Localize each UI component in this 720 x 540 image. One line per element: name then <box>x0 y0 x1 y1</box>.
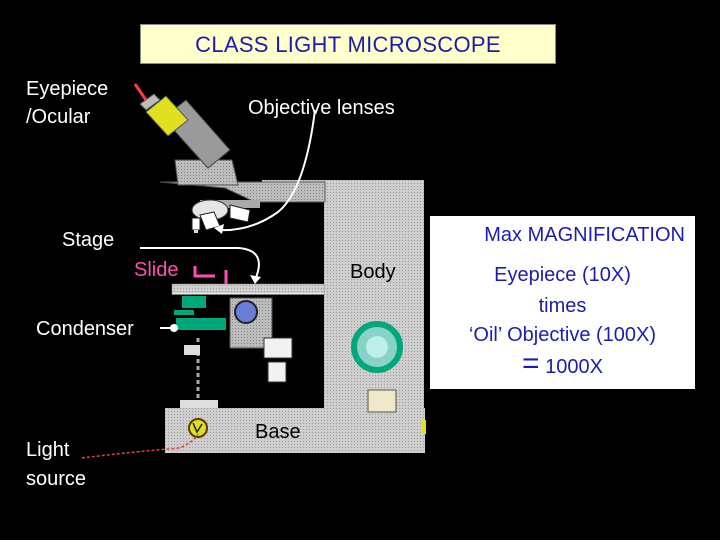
body-label: Body <box>350 261 396 283</box>
condenser-label: Condenser <box>36 318 134 340</box>
coarse-focus-knob <box>351 321 403 373</box>
page-title: CLASS LIGHT MICROSCOPE <box>195 32 501 57</box>
stage-label: Stage <box>62 229 115 251</box>
light-source-icon <box>188 418 208 438</box>
oil-objective-magnification: ‘Oil’ Objective (100X) <box>468 324 657 346</box>
total-magnification: = 1000X <box>430 349 695 379</box>
slide-label: Slide <box>134 259 179 281</box>
title-box: CLASS LIGHT MICROSCOPE <box>140 24 556 64</box>
eyepiece-tube <box>139 93 231 169</box>
eyepiece-magnification: Eyepiece (10X) <box>494 264 631 286</box>
total-magnification-value: 1000X <box>545 356 603 378</box>
light-source-label-line1: Light <box>26 439 70 461</box>
objective-lenses <box>191 199 251 233</box>
max-magnification-heading: Max MAGNIFICATION <box>484 224 685 246</box>
slide <box>193 266 228 284</box>
stage <box>171 283 325 295</box>
condenser <box>170 296 226 400</box>
light-source-label-line2: source <box>26 468 87 490</box>
objective-lenses-label: Objective lenses <box>248 97 395 119</box>
max-magnification-box: Max MAGNIFICATION Eyepiece (10X) times ‘… <box>430 216 695 389</box>
times-text: times <box>538 295 587 317</box>
leader-lines <box>81 83 316 459</box>
fine-focus-block <box>229 297 293 383</box>
eyepiece-label-line2: /Ocular <box>26 106 91 128</box>
microscope-head <box>159 159 326 208</box>
base-label: Base <box>255 421 301 443</box>
eyepiece-label-line1: Eyepiece <box>26 78 109 100</box>
equals-sign: = <box>522 347 540 380</box>
base <box>165 389 426 453</box>
